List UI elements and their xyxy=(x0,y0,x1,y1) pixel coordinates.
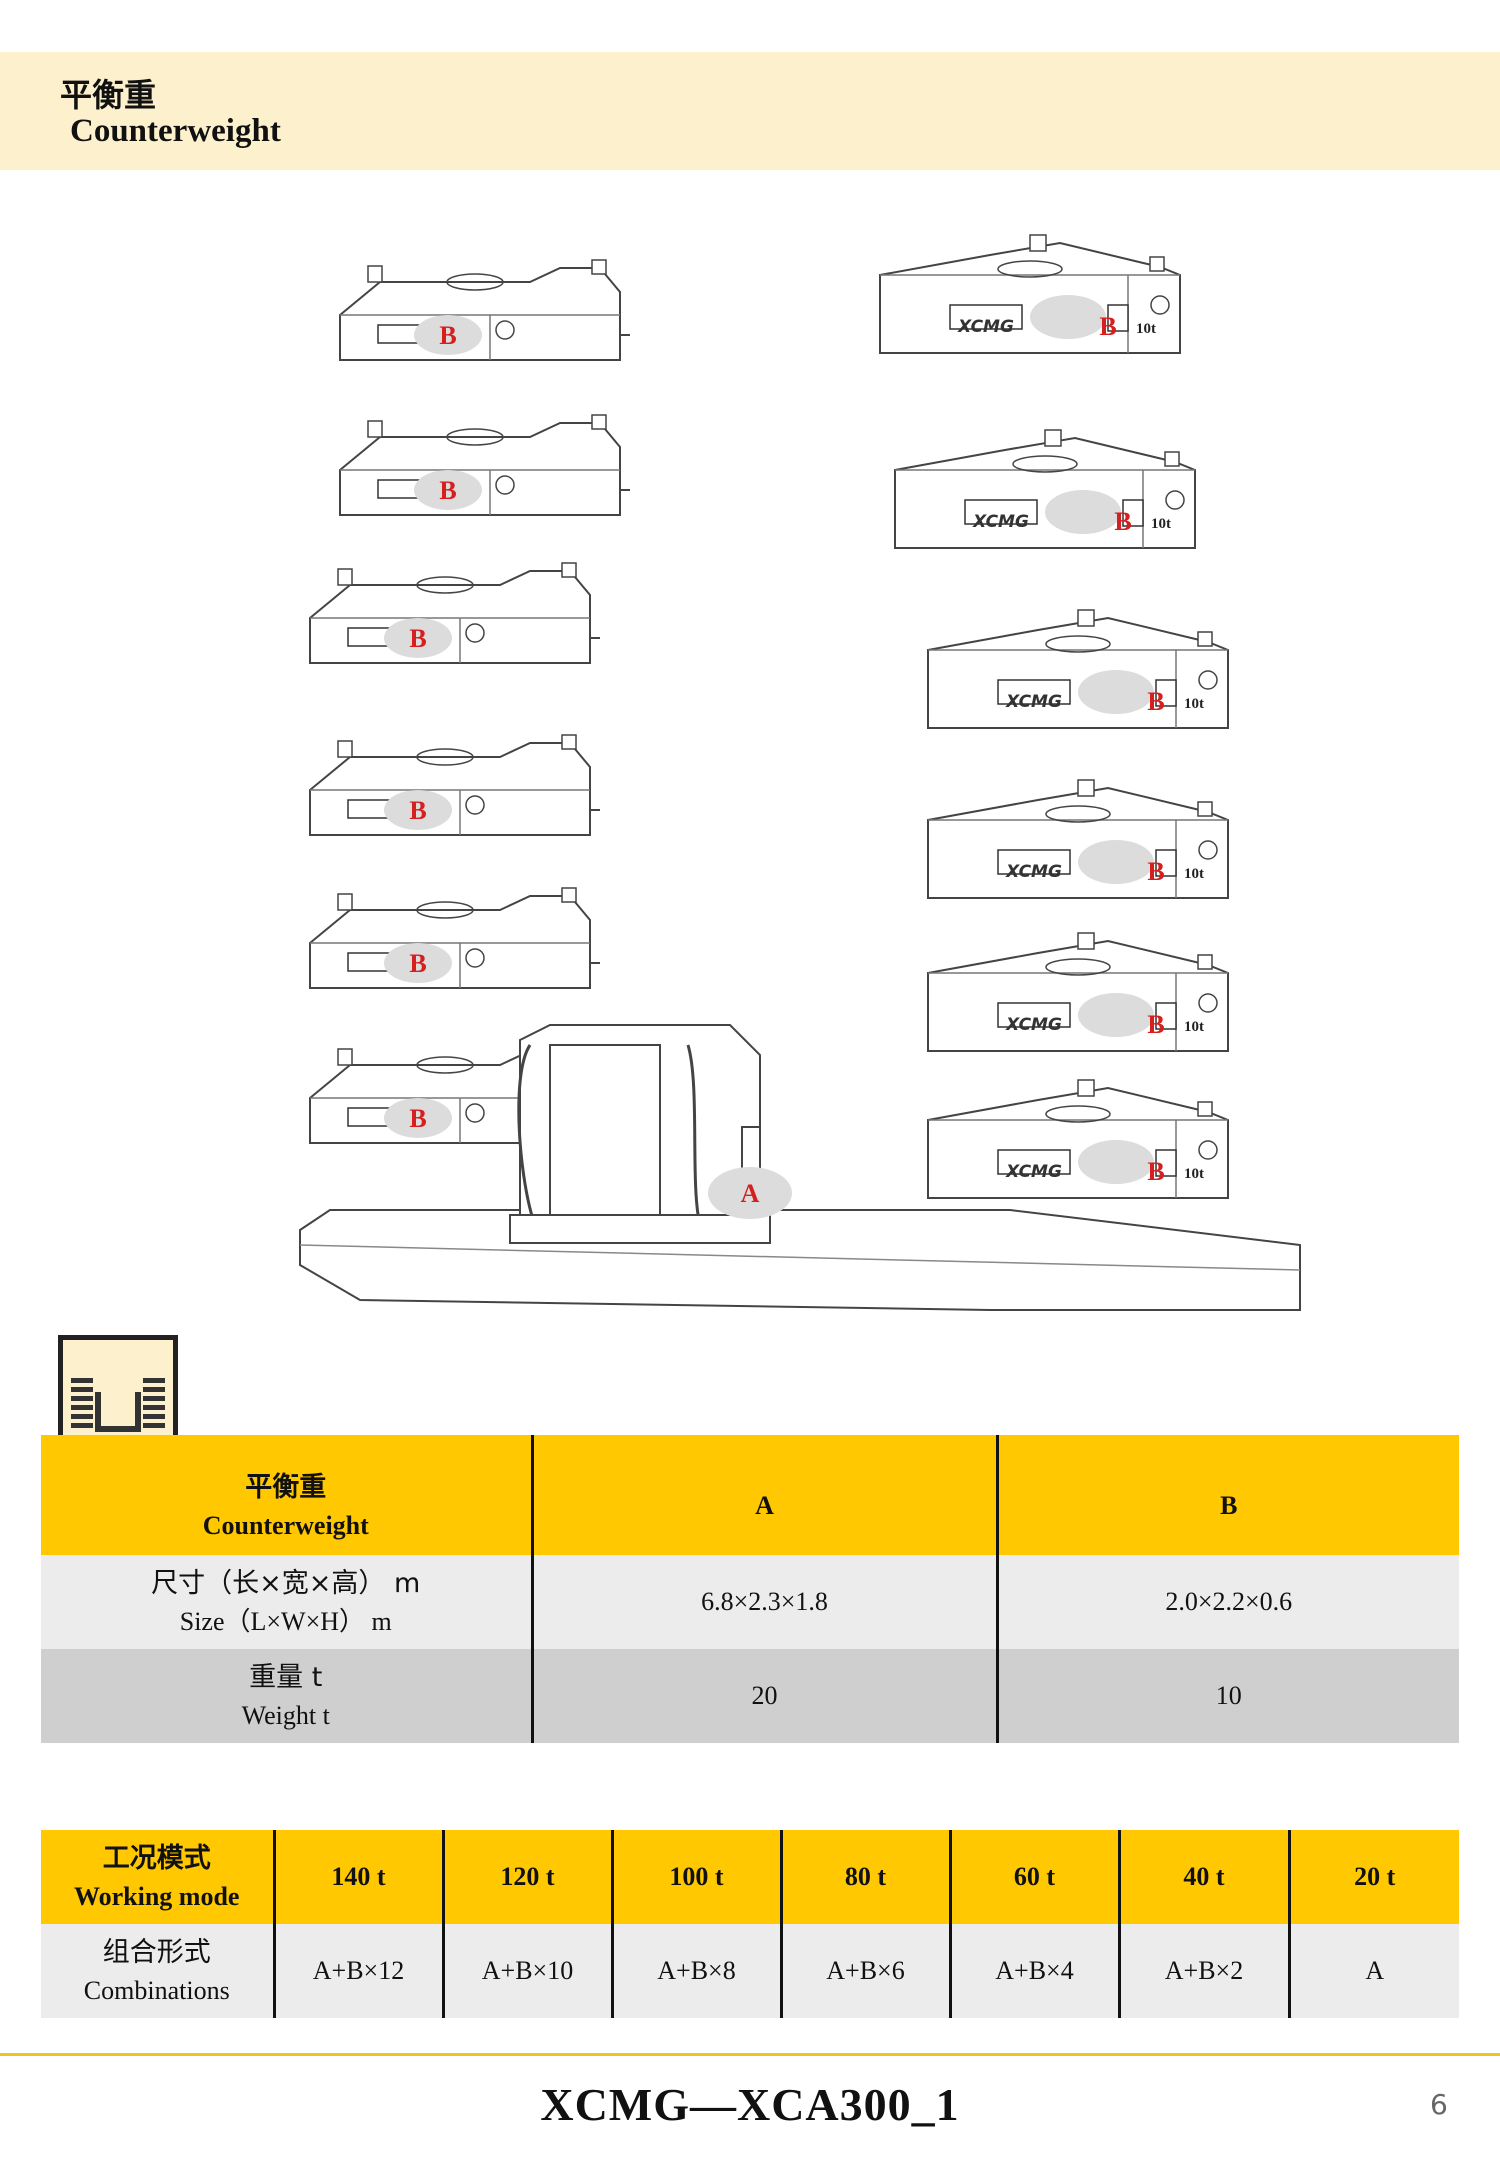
mode-cell: 20 t xyxy=(1289,1830,1459,1924)
header-label-en: Counterweight xyxy=(202,1510,369,1540)
header-col-a: A xyxy=(532,1435,999,1555)
mode-cell: 140 t xyxy=(274,1830,445,1924)
row-label-en: Combinations xyxy=(83,1975,230,2005)
table-row: 组合形式 Combinations A+B×12 A+B×10 A+B×8 A+… xyxy=(41,1924,1459,2018)
counterweight-icon xyxy=(58,1335,178,1453)
b-label: B xyxy=(409,624,426,653)
weight-mark: 10t xyxy=(1184,866,1204,882)
b-label: B xyxy=(439,476,456,505)
cell-a: 6.8×2.3×1.8 xyxy=(532,1555,999,1649)
row-label-zh: 重量 t xyxy=(249,1661,323,1693)
b-label: B xyxy=(1147,1010,1164,1039)
b-label: B xyxy=(1114,507,1131,536)
combination-cell: A+B×8 xyxy=(612,1924,783,2018)
b-label: B xyxy=(409,949,426,978)
mode-cell: 120 t xyxy=(443,1830,614,1924)
footer-title: XCMG—XCA300_1 xyxy=(540,2079,960,2130)
footer-divider xyxy=(0,2053,1500,2056)
row-label: 尺寸（长×宽×高） m Size（L×W×H） m xyxy=(41,1555,534,1649)
combination-cell: A+B×6 xyxy=(781,1924,952,2018)
combination-cell: A+B×4 xyxy=(950,1924,1121,2018)
brand-mark: XCMG xyxy=(1005,1162,1062,1182)
b-label: B xyxy=(439,321,456,350)
mode-cell: 80 t xyxy=(781,1830,952,1924)
page-title-en: Counterweight xyxy=(70,113,281,149)
cell-b: 10 xyxy=(997,1649,1459,1743)
b-label: B xyxy=(1147,687,1164,716)
row-label-zh: 尺寸（长×宽×高） m xyxy=(151,1567,421,1599)
weight-mark: 10t xyxy=(1184,1166,1204,1182)
table-header-row: 平衡重 Counterweight A B xyxy=(41,1435,1459,1555)
row-label: 组合形式 Combinations xyxy=(41,1924,276,2018)
table-header-row: 工况模式 Working mode 140 t 120 t 100 t 80 t… xyxy=(41,1830,1459,1924)
page-number: 6 xyxy=(1430,2088,1448,2121)
combination-cell: A xyxy=(1289,1924,1459,2018)
brand-mark: XCMG xyxy=(1005,1015,1062,1035)
table-row: 尺寸（长×宽×高） m Size（L×W×H） m 6.8×2.3×1.8 2.… xyxy=(41,1555,1459,1649)
counterweight-table: 平衡重 Counterweight A B 尺寸（长×宽×高） m Size（L… xyxy=(41,1435,1459,1743)
table-row: 重量 t Weight t 20 10 xyxy=(41,1649,1459,1743)
header-col-b: B xyxy=(997,1435,1459,1555)
mode-cell: 100 t xyxy=(612,1830,783,1924)
b-label: B xyxy=(1147,857,1164,886)
working-mode-table: 工况模式 Working mode 140 t 120 t 100 t 80 t… xyxy=(41,1830,1459,2018)
header-label-en: Working mode xyxy=(74,1881,240,1911)
row-label-zh: 组合形式 xyxy=(102,1936,211,1968)
mode-cell: 40 t xyxy=(1119,1830,1291,1924)
a-label: A xyxy=(741,1179,760,1208)
cell-a: 20 xyxy=(532,1649,999,1743)
row-label-en: Weight t xyxy=(241,1700,330,1730)
mode-cell: 60 t xyxy=(950,1830,1121,1924)
row-label: 重量 t Weight t xyxy=(41,1649,534,1743)
brand-mark: XCMG xyxy=(972,512,1029,532)
header-cell: 工况模式 Working mode xyxy=(41,1830,276,1924)
header-label-zh: 工况模式 xyxy=(102,1842,211,1874)
header-band xyxy=(0,52,1500,170)
brand-mark: XCMG xyxy=(957,317,1014,337)
counterweight-b-labels: B B B B B B B B B B B B A xyxy=(409,312,1164,1208)
header-cell: 平衡重 Counterweight xyxy=(41,1435,534,1555)
weight-mark: 10t xyxy=(1151,516,1171,532)
b-label: B xyxy=(409,796,426,825)
b-label: B xyxy=(1147,1157,1164,1186)
combination-cell: A+B×2 xyxy=(1119,1924,1291,2018)
b-label: B xyxy=(1099,312,1116,341)
weight-mark: 10t xyxy=(1184,1019,1204,1035)
counterweight-diagram: B B B B B B B B B B B B A XCMG XCMG XCMG… xyxy=(299,234,1301,1311)
page-title-zh: 平衡重 xyxy=(60,76,157,114)
b-label: B xyxy=(409,1104,426,1133)
combination-cell: A+B×12 xyxy=(274,1924,445,2018)
weight-mark: 10t xyxy=(1184,696,1204,712)
row-label-en: Size（L×W×H） m xyxy=(179,1606,392,1636)
weight-mark: 10t xyxy=(1136,321,1156,337)
cell-b: 2.0×2.2×0.6 xyxy=(997,1555,1459,1649)
combination-cell: A+B×10 xyxy=(443,1924,614,2018)
brand-mark: XCMG xyxy=(1005,862,1062,882)
brand-mark: XCMG xyxy=(1005,692,1062,712)
header-label-zh: 平衡重 xyxy=(245,1471,327,1503)
